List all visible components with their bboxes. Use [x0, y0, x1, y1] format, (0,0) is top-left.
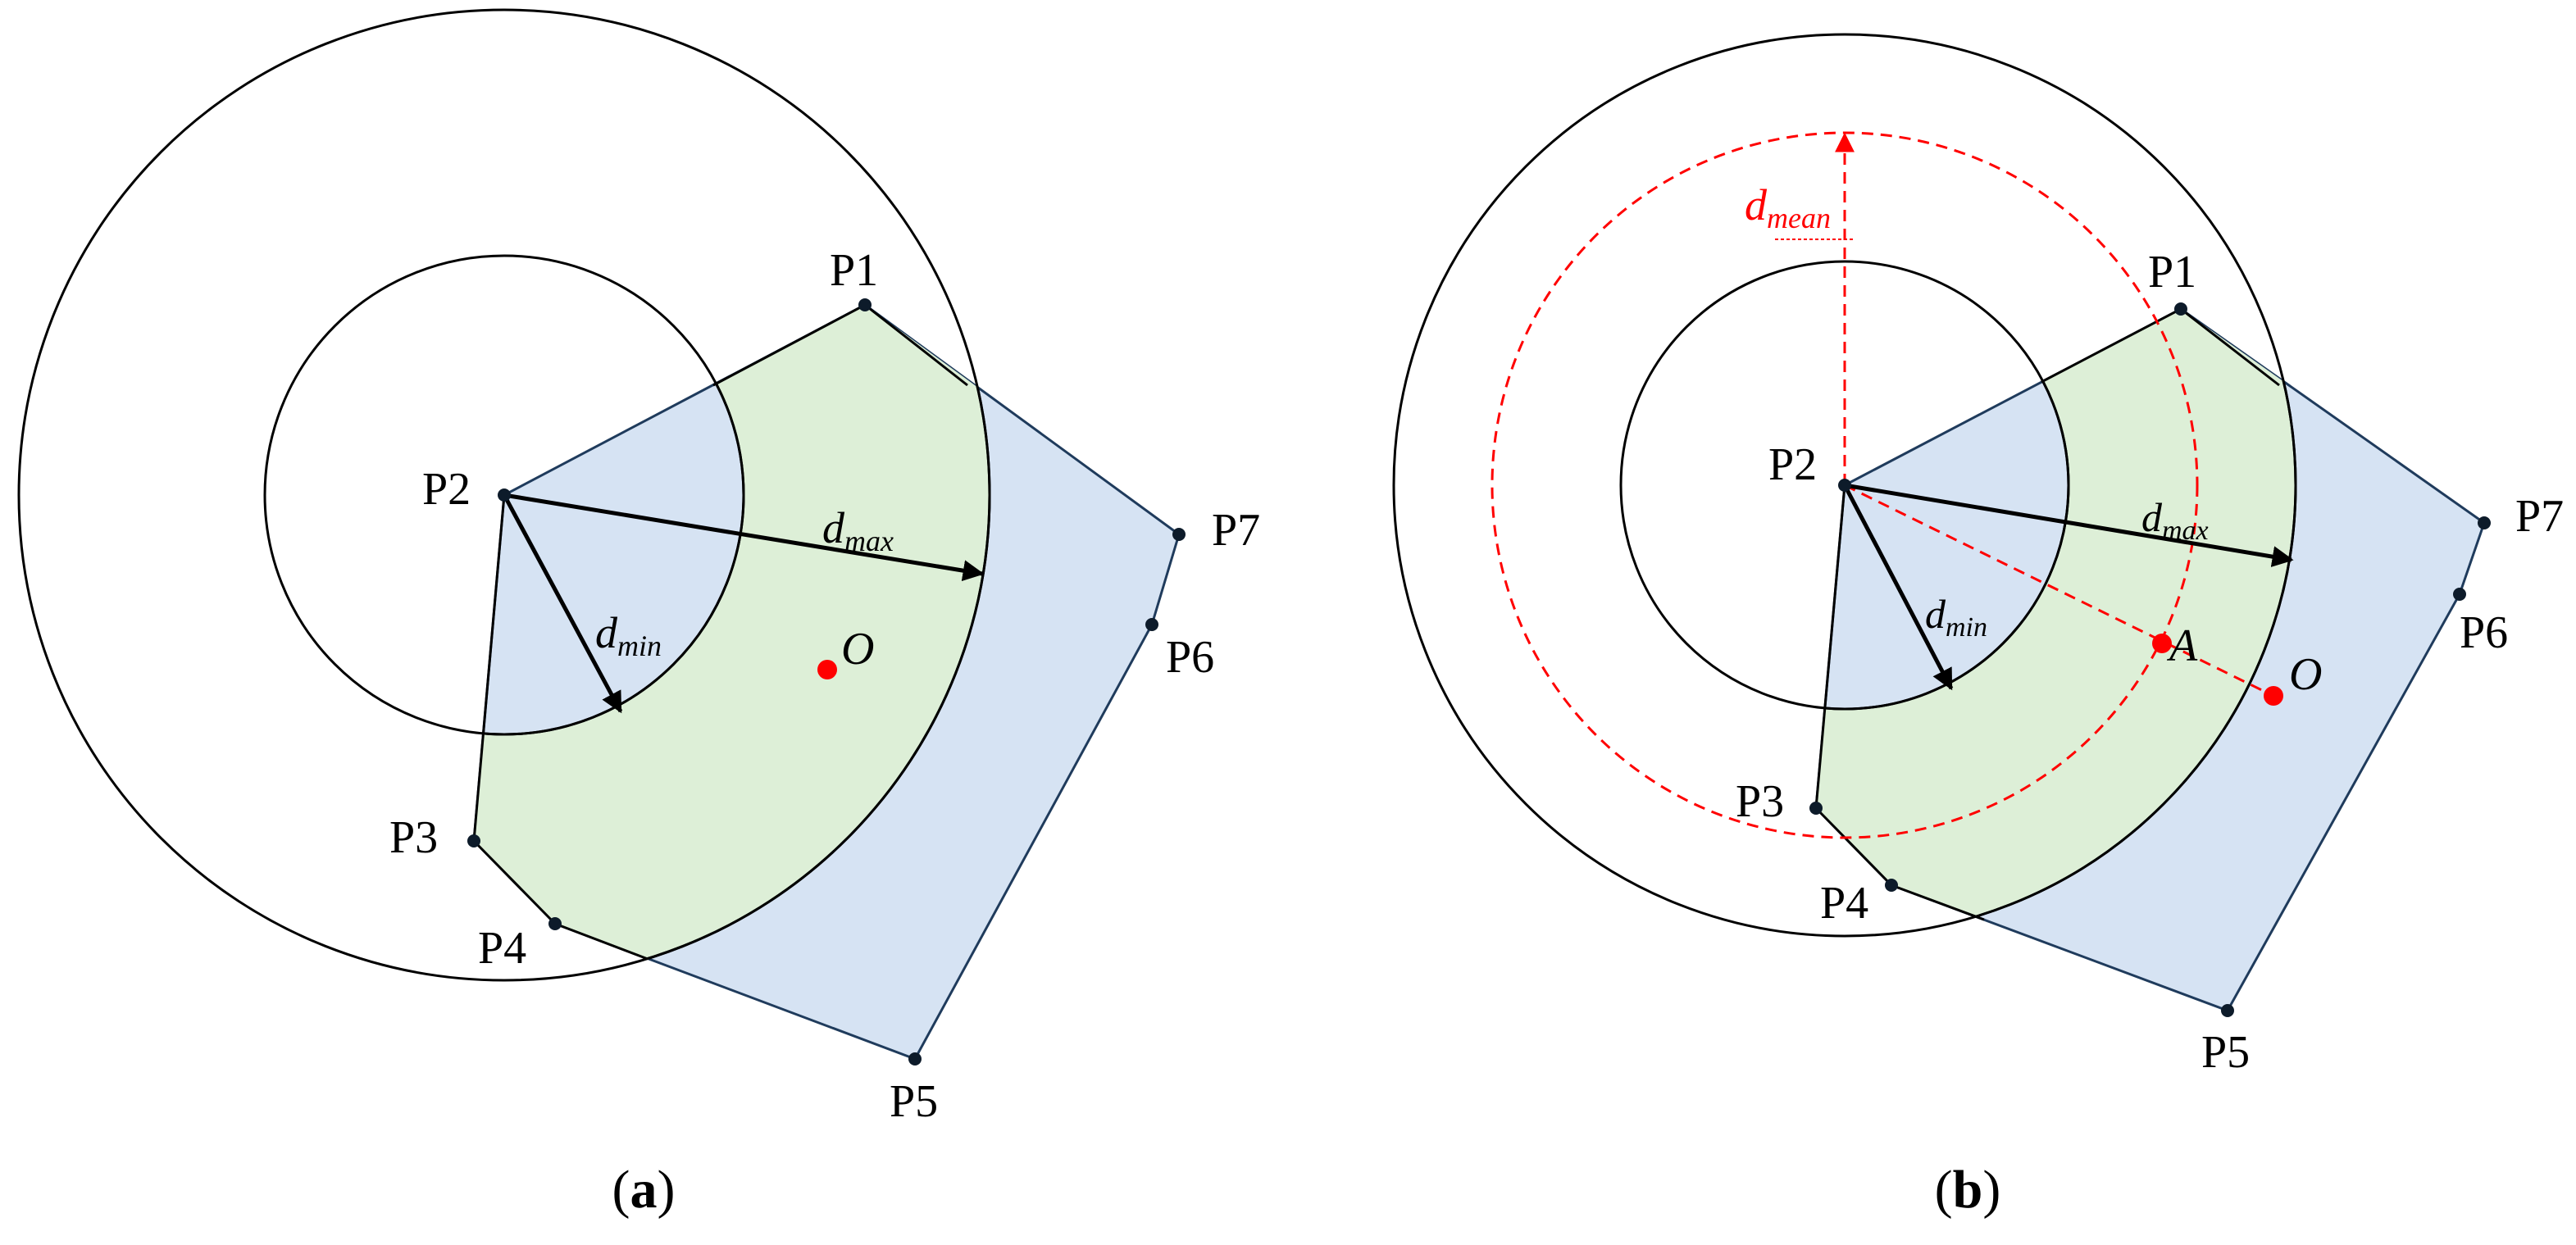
dmean-base: d — [1745, 180, 1768, 229]
polygon-edge-p2-p3 — [472, 494, 506, 842]
dmin-arrow — [502, 493, 623, 714]
vertex-label-p6: P6 — [2460, 607, 2508, 658]
dmin-sub: min — [617, 629, 662, 662]
dmean-sub: mean — [1767, 202, 1831, 234]
panel-a: P1 P2 P3 P4 P5 P6 P7 dmax dmin O (a) — [17, 8, 1260, 1220]
point-a-marker — [2152, 634, 2172, 653]
p2-to-o-dashed-line — [1844, 484, 2274, 697]
dmax-arrow — [503, 493, 985, 582]
caption-b-open: ( — [1935, 1160, 1953, 1220]
vertex-label-p2: P2 — [422, 464, 471, 515]
caption-b-letter: b — [1953, 1160, 1983, 1220]
vertex-label-p4: P4 — [478, 923, 526, 974]
vertex-label-p1: P1 — [830, 245, 878, 296]
vertex-markers — [467, 298, 1186, 1066]
caption-a-close: ) — [658, 1160, 676, 1220]
panel-a-caption: (a) — [612, 1160, 676, 1220]
caption-a-open: ( — [612, 1160, 630, 1220]
inner-circle — [1619, 260, 2070, 711]
vertex-p1 — [858, 298, 872, 311]
point-a-label: A — [2166, 620, 2198, 671]
dmin-base: d — [1925, 591, 1946, 637]
point-o-label: O — [2289, 649, 2322, 700]
caption-a-letter: a — [630, 1160, 658, 1220]
vertex-p2 — [498, 488, 511, 502]
polygon-edge-p2-p3 — [1814, 484, 1846, 809]
panel-b: P1 P2 P3 P4 P5 P6 P7 dmean dmax dmin A O… — [1392, 33, 2564, 1220]
vertex-p7 — [2478, 516, 2491, 529]
point-o-label: O — [841, 624, 874, 675]
point-o-marker — [2264, 686, 2283, 706]
vertex-p1 — [2174, 302, 2187, 316]
vertex-p4 — [1885, 879, 1898, 892]
dmin-label: dmin — [1925, 591, 1987, 643]
vertex-p4 — [548, 917, 562, 930]
vertex-p6 — [2453, 588, 2466, 601]
dmax-label: dmax — [822, 503, 894, 557]
vertex-label-p3: P3 — [1736, 776, 1784, 827]
vertex-p6 — [1145, 618, 1158, 631]
caption-b-close: ) — [1982, 1160, 2000, 1220]
vertex-label-p4: P4 — [1820, 878, 1868, 929]
vertex-p5 — [908, 1052, 922, 1066]
vertex-p2 — [1838, 479, 1851, 492]
outer-circle — [17, 8, 991, 982]
vertex-p7 — [1172, 528, 1186, 541]
inner-circle — [263, 254, 745, 736]
vertex-label-p7: P7 — [2515, 491, 2564, 542]
dmax-label: dmax — [2141, 494, 2209, 546]
dmax-base: d — [2141, 494, 2163, 540]
dmean-label: dmean — [1745, 180, 1831, 234]
outer-circle — [1392, 33, 2297, 938]
vertex-markers — [1809, 302, 2491, 1017]
vertex-label-p2: P2 — [1768, 439, 1817, 490]
vertex-p5 — [2221, 1004, 2234, 1017]
vertex-p3 — [1809, 802, 1823, 815]
vertex-label-p1: P1 — [2148, 247, 2196, 298]
vertex-label-p7: P7 — [1212, 505, 1260, 556]
annulus-region — [1816, 309, 2296, 936]
dmin-base: d — [595, 608, 618, 657]
panel-b-caption: (b) — [1935, 1160, 2001, 1220]
point-o-marker — [817, 660, 837, 679]
dmin-sub: min — [1946, 612, 1987, 643]
dmax-base: d — [822, 503, 845, 552]
dmax-arrow — [1844, 483, 2294, 567]
vertex-label-p5: P5 — [2201, 1027, 2250, 1078]
vertex-label-p6: P6 — [1166, 632, 1214, 683]
vertex-p3 — [467, 834, 480, 847]
dmin-label: dmin — [595, 608, 662, 662]
annulus-region — [474, 305, 990, 980]
dmax-sub: max — [2162, 516, 2209, 546]
vertex-label-p3: P3 — [389, 812, 438, 863]
dmax-sub: max — [844, 525, 894, 557]
dmin-arrow — [1842, 484, 1954, 691]
vertex-label-p5: P5 — [890, 1076, 938, 1127]
